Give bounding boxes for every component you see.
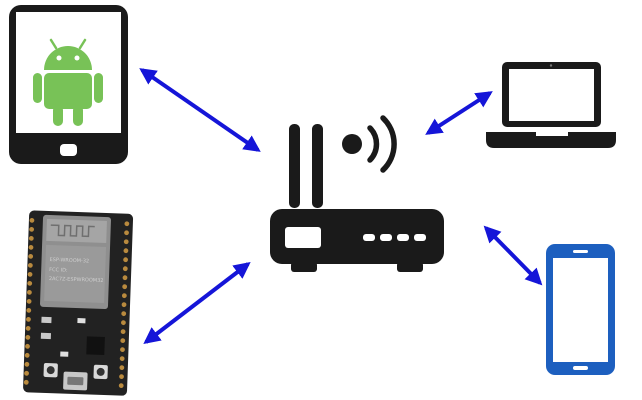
header-pin	[25, 343, 30, 349]
header-pin	[27, 280, 33, 286]
arrow-tablet-router	[139, 68, 261, 152]
wifi-signal-icon	[342, 115, 397, 173]
header-pin	[119, 356, 125, 362]
header-pin	[121, 311, 127, 317]
header-pin	[29, 227, 35, 232]
header-pin	[25, 325, 31, 331]
arrow-laptop-router	[425, 91, 493, 135]
module-label-1: ESP-WROOM-32	[49, 257, 89, 264]
header-pin	[123, 248, 129, 254]
arrow-phone-router	[483, 225, 543, 286]
android-robot-icon	[33, 38, 103, 126]
header-pin	[23, 379, 29, 385]
header-pin	[24, 352, 30, 358]
header-pin	[24, 370, 29, 376]
header-pin	[25, 334, 31, 340]
header-pin	[121, 293, 127, 299]
esp32-board-icon: ESP-WROOM-32 FCC ID: 2AC7Z-ESPWROOM32	[23, 210, 134, 396]
module-label-2: FCC ID:	[49, 267, 68, 274]
header-pin	[26, 316, 31, 322]
laptop-icon	[486, 62, 616, 148]
header-pin	[123, 239, 129, 245]
header-pin	[121, 302, 127, 308]
arrow-esp32-router	[143, 261, 251, 345]
header-pin	[119, 365, 125, 371]
header-pin	[124, 221, 130, 227]
header-pin	[122, 266, 128, 272]
header-pin	[28, 253, 34, 259]
header-pin	[118, 383, 124, 389]
header-pin	[119, 374, 124, 380]
header-pin	[28, 235, 34, 241]
header-pin	[120, 329, 126, 335]
header-pin	[24, 361, 30, 367]
header-pin	[122, 275, 128, 281]
header-pin	[28, 244, 34, 250]
header-pin	[26, 307, 32, 313]
header-pin	[123, 257, 129, 263]
android-tablet-icon	[9, 5, 128, 164]
header-pin	[29, 218, 35, 223]
header-pin	[26, 298, 32, 304]
header-pin	[27, 262, 33, 268]
header-pin	[27, 289, 32, 295]
module-label-3: 2AC7Z-ESPWROOM32	[49, 276, 104, 284]
header-pin	[122, 284, 128, 290]
connection-arrows	[139, 68, 543, 345]
router-icon	[270, 115, 444, 272]
header-pin	[27, 271, 33, 277]
header-pin	[120, 347, 125, 353]
header-pin	[124, 230, 129, 236]
header-pin	[120, 338, 126, 344]
smartphone-icon	[546, 244, 615, 375]
header-pin	[121, 320, 126, 326]
